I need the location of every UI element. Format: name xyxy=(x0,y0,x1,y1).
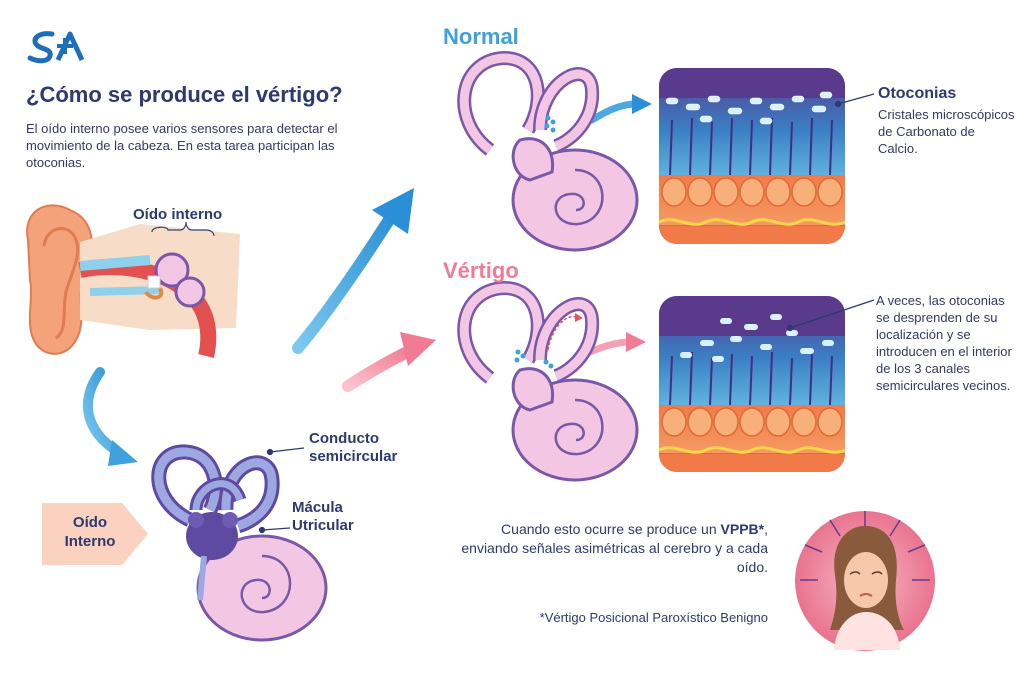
inner-ear-vertigo-illustration xyxy=(457,280,639,482)
normal-heading: Normal xyxy=(443,24,519,49)
otoconias-description: Cristales microscópicos de Carbonato de … xyxy=(878,107,1015,156)
vertigo-description: A veces, las otoconias se desprenden de … xyxy=(876,293,1012,393)
tissue-normal-illustration xyxy=(659,68,845,244)
macula-label-line1: Mácula xyxy=(292,499,343,516)
badge-label: Oído Interno xyxy=(52,513,128,551)
arrow-to-normal-icon xyxy=(292,188,414,354)
curved-arrow-icon xyxy=(82,367,123,457)
page-title: ¿Cómo se produce el vértigo? xyxy=(26,82,343,107)
oido-interno-badge xyxy=(42,503,148,565)
arrow-to-vertigo-icon xyxy=(342,332,436,392)
conducto-label-line2: semicircular xyxy=(309,448,398,465)
vppb-text: Cuando esto ocurre se produce un VPPB*, … xyxy=(460,520,768,577)
badge-label-line1: Oído xyxy=(72,514,108,531)
leader-lines xyxy=(258,93,875,534)
vppb-prefix: Cuando esto ocurre se produce un xyxy=(501,521,717,537)
dizzy-woman-illustration xyxy=(795,511,935,651)
small-arrow-vertigo-icon xyxy=(586,332,646,356)
tissue-vertigo-illustration xyxy=(659,296,845,472)
small-arrow-normal-icon xyxy=(588,94,652,124)
vertigo-heading: Vértigo xyxy=(443,258,519,283)
badge-label-line2: Interno xyxy=(64,533,116,550)
vppb-term: VPPB* xyxy=(720,521,765,537)
macula-label: Mácula Utricular xyxy=(292,499,402,535)
otoconias-heading: Otoconias xyxy=(878,85,957,102)
conducto-label: Conducto semicircular xyxy=(309,430,429,466)
vppb-suffix: , enviando señales asimétricas al cerebr… xyxy=(461,521,768,575)
intro-text: El oído interno posee varios sensores pa… xyxy=(26,121,338,170)
otoconia-path-vertigo-icon xyxy=(514,313,583,369)
otoconia-cluster-normal-icon xyxy=(544,115,556,133)
oido-interno-label: Oído interno xyxy=(133,206,223,223)
outer-ear-illustration xyxy=(26,204,240,358)
logo-icon xyxy=(27,31,85,64)
conducto-label-line1: Conducto xyxy=(309,430,379,447)
inner-ear-normal-illustration xyxy=(457,50,639,252)
footnote: *Vértigo Posicional Paroxístico Benigno xyxy=(539,610,768,625)
macula-label-line2: Utricular xyxy=(292,517,354,534)
inner-ear-detail-illustration xyxy=(151,444,328,642)
